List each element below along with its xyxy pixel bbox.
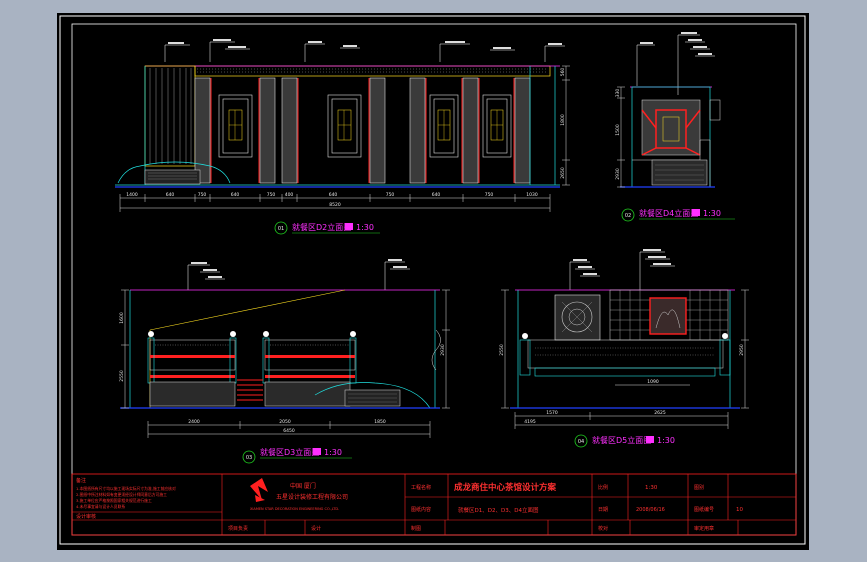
company-location: 中国 厦门 bbox=[290, 482, 316, 490]
d4-right-dim-3: 2930 bbox=[615, 168, 621, 180]
d4-caption: 就餐区D4立面图 bbox=[639, 208, 698, 218]
d2-dim-11: 1030 bbox=[526, 192, 538, 198]
d3-right-dim-1: 2930 bbox=[440, 344, 446, 356]
d4-right-dim-2: 1500 bbox=[615, 124, 621, 136]
d3-left-dim-1: 1600 bbox=[119, 312, 125, 324]
scale-label: 比例 bbox=[598, 484, 608, 491]
d5-marker: 04 bbox=[578, 439, 584, 445]
draw-label: 制图 bbox=[411, 525, 421, 532]
d2-dim-9: 640 bbox=[432, 192, 441, 198]
d2-dim-2: 640 bbox=[166, 192, 175, 198]
d3-scale: 1:30 bbox=[324, 448, 342, 457]
check-label: 校对 bbox=[598, 525, 608, 532]
d5-right-dim: 2950 bbox=[739, 344, 745, 356]
notes-heading: 备注 bbox=[76, 477, 86, 484]
d2-dim-6: 400 bbox=[285, 192, 294, 198]
date-value: 2008/06/16 bbox=[636, 507, 665, 513]
d5-left-dim: 2550 bbox=[499, 344, 505, 356]
notes-line-4: 4.未尽事宜请与设计人员联系 bbox=[76, 504, 125, 509]
d5-dim-2: 2625 bbox=[654, 410, 666, 416]
d5-dim-1: 1570 bbox=[546, 410, 558, 416]
sheet-label: 图别 bbox=[694, 484, 704, 491]
project-label: 工程名称 bbox=[411, 484, 431, 491]
d2-right-dim-1: 560 bbox=[560, 68, 566, 77]
scale-value: 1:30 bbox=[645, 485, 658, 491]
elevation-view-d5: 1570 2625 4195 1090 2550 2950 04 就餐区D5立面… bbox=[499, 249, 749, 448]
d3-dim-total: 6450 bbox=[283, 428, 295, 434]
d2-right-dim-2: 1800 bbox=[560, 114, 566, 126]
elevation-view-d4: 330 1500 2930 02 就餐区D4立面图 1:30 bbox=[615, 32, 735, 222]
title-block: 备注 1.本图纸所有尺寸均以施工现场实际尺寸为准,施工前应核对 2.图纸中所注材… bbox=[71, 473, 797, 536]
d2-dim-8: 750 bbox=[386, 192, 395, 198]
d2-scale: 1:30 bbox=[356, 223, 374, 232]
drawing-name: 就餐区D1、D2、D3、D4立面图 bbox=[458, 506, 539, 514]
notes-line-2: 2.图纸中所注材料如有变更须经设计师同意后方可施工 bbox=[76, 492, 167, 497]
d3-left-dim-2: 2550 bbox=[119, 370, 125, 382]
d2-marker: 01 bbox=[278, 226, 284, 232]
d2-caption: 就餐区D2立面图 bbox=[292, 222, 351, 232]
drawing-label: 图纸内容 bbox=[411, 506, 431, 513]
d3-marker: 03 bbox=[246, 455, 252, 461]
d2-dim-10: 750 bbox=[485, 192, 494, 198]
d3-dim-3: 1850 bbox=[374, 419, 386, 425]
number-label: 图纸编号 bbox=[694, 506, 714, 513]
d3-caption: 就餐区D3立面图 bbox=[260, 447, 319, 457]
design-review-label: 设计审核 bbox=[76, 513, 96, 520]
d2-dim-7: 640 bbox=[329, 192, 338, 198]
d3-dim-1: 2400 bbox=[188, 419, 200, 425]
company-name-cn: 五星设计装修工程有限公司 bbox=[276, 493, 348, 501]
d5-caption: 就餐区D5立面图 bbox=[592, 435, 651, 445]
d2-dimension-labels: 1400 640 750 640 750 400 640 750 640 750… bbox=[126, 192, 538, 208]
d2-dim-5: 750 bbox=[267, 192, 276, 198]
company-name-en: XIAMEN STAR DECORATION ENGINEERING CO.,L… bbox=[250, 507, 339, 511]
d2-dim-3: 750 bbox=[198, 192, 207, 198]
d5-scale: 1:30 bbox=[657, 436, 675, 445]
number-value: 10 bbox=[736, 507, 743, 513]
notes-line-3: 3.施工单位应严格按照国家相关规范进行施工 bbox=[76, 498, 152, 503]
project-lead-label: 项目负责 bbox=[228, 525, 248, 532]
d2-dim-total: 8520 bbox=[329, 202, 341, 208]
d2-dim-1: 1400 bbox=[126, 192, 138, 198]
sheet-outer-frame bbox=[59, 15, 806, 545]
elevation-view-d3: 2400 2050 1850 6450 1600 2550 2930 03 就餐… bbox=[119, 259, 450, 464]
d5-dim-total: 4195 bbox=[524, 419, 536, 425]
d4-marker: 02 bbox=[625, 213, 631, 219]
d4-right-dim-1: 330 bbox=[615, 89, 621, 98]
d5-dim-inner: 1090 bbox=[647, 379, 659, 385]
sheet-background bbox=[57, 13, 809, 550]
d3-dim-2: 2050 bbox=[279, 419, 291, 425]
elevation-view-d2: 1400 640 750 640 750 400 640 750 640 750… bbox=[115, 39, 570, 235]
company-logo bbox=[250, 478, 268, 502]
notes-line-1: 1.本图纸所有尺寸均以施工现场实际尺寸为准,施工前应核对 bbox=[76, 486, 176, 491]
project-name: 成龙商住中心茶馆设计方案 bbox=[454, 482, 557, 493]
date-label: 日期 bbox=[598, 507, 608, 513]
design-label: 设计 bbox=[311, 525, 321, 532]
d2-dim-4: 640 bbox=[231, 192, 240, 198]
d2-right-dim-3: 2650 bbox=[560, 167, 566, 179]
approve-label: 审定用章 bbox=[694, 525, 714, 532]
d4-scale: 1:30 bbox=[703, 209, 721, 218]
